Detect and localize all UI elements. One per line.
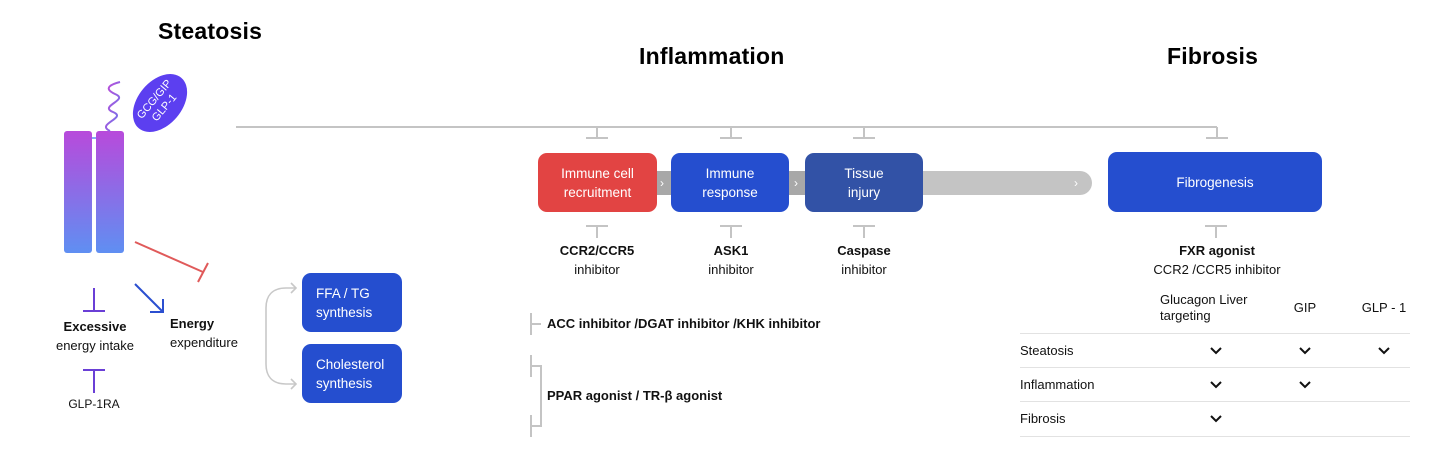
cycle-arrow [265, 282, 298, 390]
intake-rest: energy intake [55, 338, 135, 353]
box-line1: Immune cell [561, 165, 634, 181]
box-line1: Immune [705, 165, 755, 181]
table-divider [1020, 401, 1410, 402]
caspase-inhibitor-label: Caspase inhibitor [804, 241, 924, 279]
excessive-intake-label: Excessive energy intake [40, 317, 150, 355]
immune-cell-recruitment-box[interactable]: Immune cell recruitment [538, 153, 657, 212]
check-icon [1299, 347, 1311, 355]
inhibit-bar-glp1ra [83, 369, 105, 393]
chevron-right-icon: › [660, 176, 664, 190]
inhibitor-bold: ASK1 [713, 243, 749, 258]
check-icon [1378, 347, 1390, 355]
inhibitor-bold: Caspase [837, 243, 891, 258]
fibrosis-agents-label: FXR agonist CCR2 /CCR5 inhibitor [1117, 241, 1317, 279]
inhibit-arrow-red [134, 241, 209, 283]
steatosis-title: Steatosis [158, 18, 263, 44]
receptor-right-helix [96, 131, 124, 253]
check-icon [1210, 415, 1222, 423]
receptor-icon [64, 74, 188, 253]
glp1ra-label: GLP-1RA [68, 397, 120, 411]
chevron-right-icon: › [1074, 176, 1078, 190]
box-line2: recruitment [563, 184, 632, 200]
receptor-left-helix [64, 131, 92, 253]
activate-arrow-blue [134, 283, 164, 313]
box-line2: response [702, 184, 758, 200]
acc-dgat-khk-inhibitor-label: ACC inhibitor /DGAT inhibitor /KHK inhib… [547, 316, 821, 331]
chevron-right-icon: › [794, 176, 798, 190]
inhibitor-rest: inhibitor [708, 262, 754, 277]
expenditure-bold: Energy [170, 316, 215, 331]
table-divider [1020, 367, 1410, 368]
inhibitor-bold: CCR2/CCR5 [559, 243, 635, 258]
table-row-inflammation: Inflammation [1020, 377, 1095, 392]
immune-response-box[interactable]: Immune response [671, 153, 789, 212]
table-row-fibrosis: Fibrosis [1020, 411, 1066, 426]
box-line1: Tissue [844, 165, 884, 181]
column-header-glp1: GLP - 1 [1361, 300, 1407, 315]
check-icon [1210, 381, 1222, 389]
receptor-coil [105, 81, 121, 132]
fibrogenesis-box[interactable]: Fibrogenesis [1108, 152, 1322, 212]
box-line1: Cholesterol [316, 356, 385, 372]
box-line2: synthesis [316, 375, 373, 391]
inhibitor-rest: inhibitor [841, 262, 887, 277]
check-icon [1210, 347, 1222, 355]
inhibitor-rest: inhibitor [574, 262, 620, 277]
ppar-trb-agonist-label: PPAR agonist / TR-β agonist [547, 388, 723, 403]
ccr2-ccr5-inhibitor: CCR2 /CCR5 inhibitor [1153, 262, 1281, 277]
fibrosis-title: Fibrosis [1167, 43, 1259, 69]
inhibitor-bars [586, 225, 1227, 238]
box-line1: FFA / TG [316, 285, 370, 301]
column-header-glucagon: Glucagon Liver targeting [1160, 292, 1248, 323]
tissue-injury-box[interactable]: Tissue injury [805, 153, 923, 212]
inflammation-title: Inflammation [639, 43, 785, 69]
column-header-gip: GIP [1293, 300, 1317, 315]
box-line2: synthesis [316, 304, 373, 320]
top-connector-line [236, 126, 1228, 139]
drug-brackets [530, 313, 542, 437]
table-row-steatosis: Steatosis [1020, 343, 1074, 358]
ligand-ellipse [132, 74, 188, 132]
ccr2-ccr5-inhibitor-label: CCR2/CCR5 inhibitor [537, 241, 657, 279]
expenditure-rest: expenditure [170, 335, 238, 350]
fxr-agonist: FXR agonist [1179, 243, 1255, 258]
table-divider [1020, 436, 1410, 437]
inhibit-bar-intake [83, 288, 105, 312]
energy-expenditure-label: Energy expenditure [170, 314, 238, 352]
intake-bold: Excessive [63, 319, 127, 334]
cholesterol-synthesis-box[interactable]: Cholesterol synthesis [302, 344, 402, 403]
table-divider [1020, 333, 1410, 334]
ffa-tg-synthesis-box[interactable]: FFA / TG synthesis [302, 273, 402, 332]
box-line2: injury [847, 184, 881, 200]
ask1-inhibitor-label: ASK1 inhibitor [671, 241, 791, 279]
check-icon [1299, 381, 1311, 389]
